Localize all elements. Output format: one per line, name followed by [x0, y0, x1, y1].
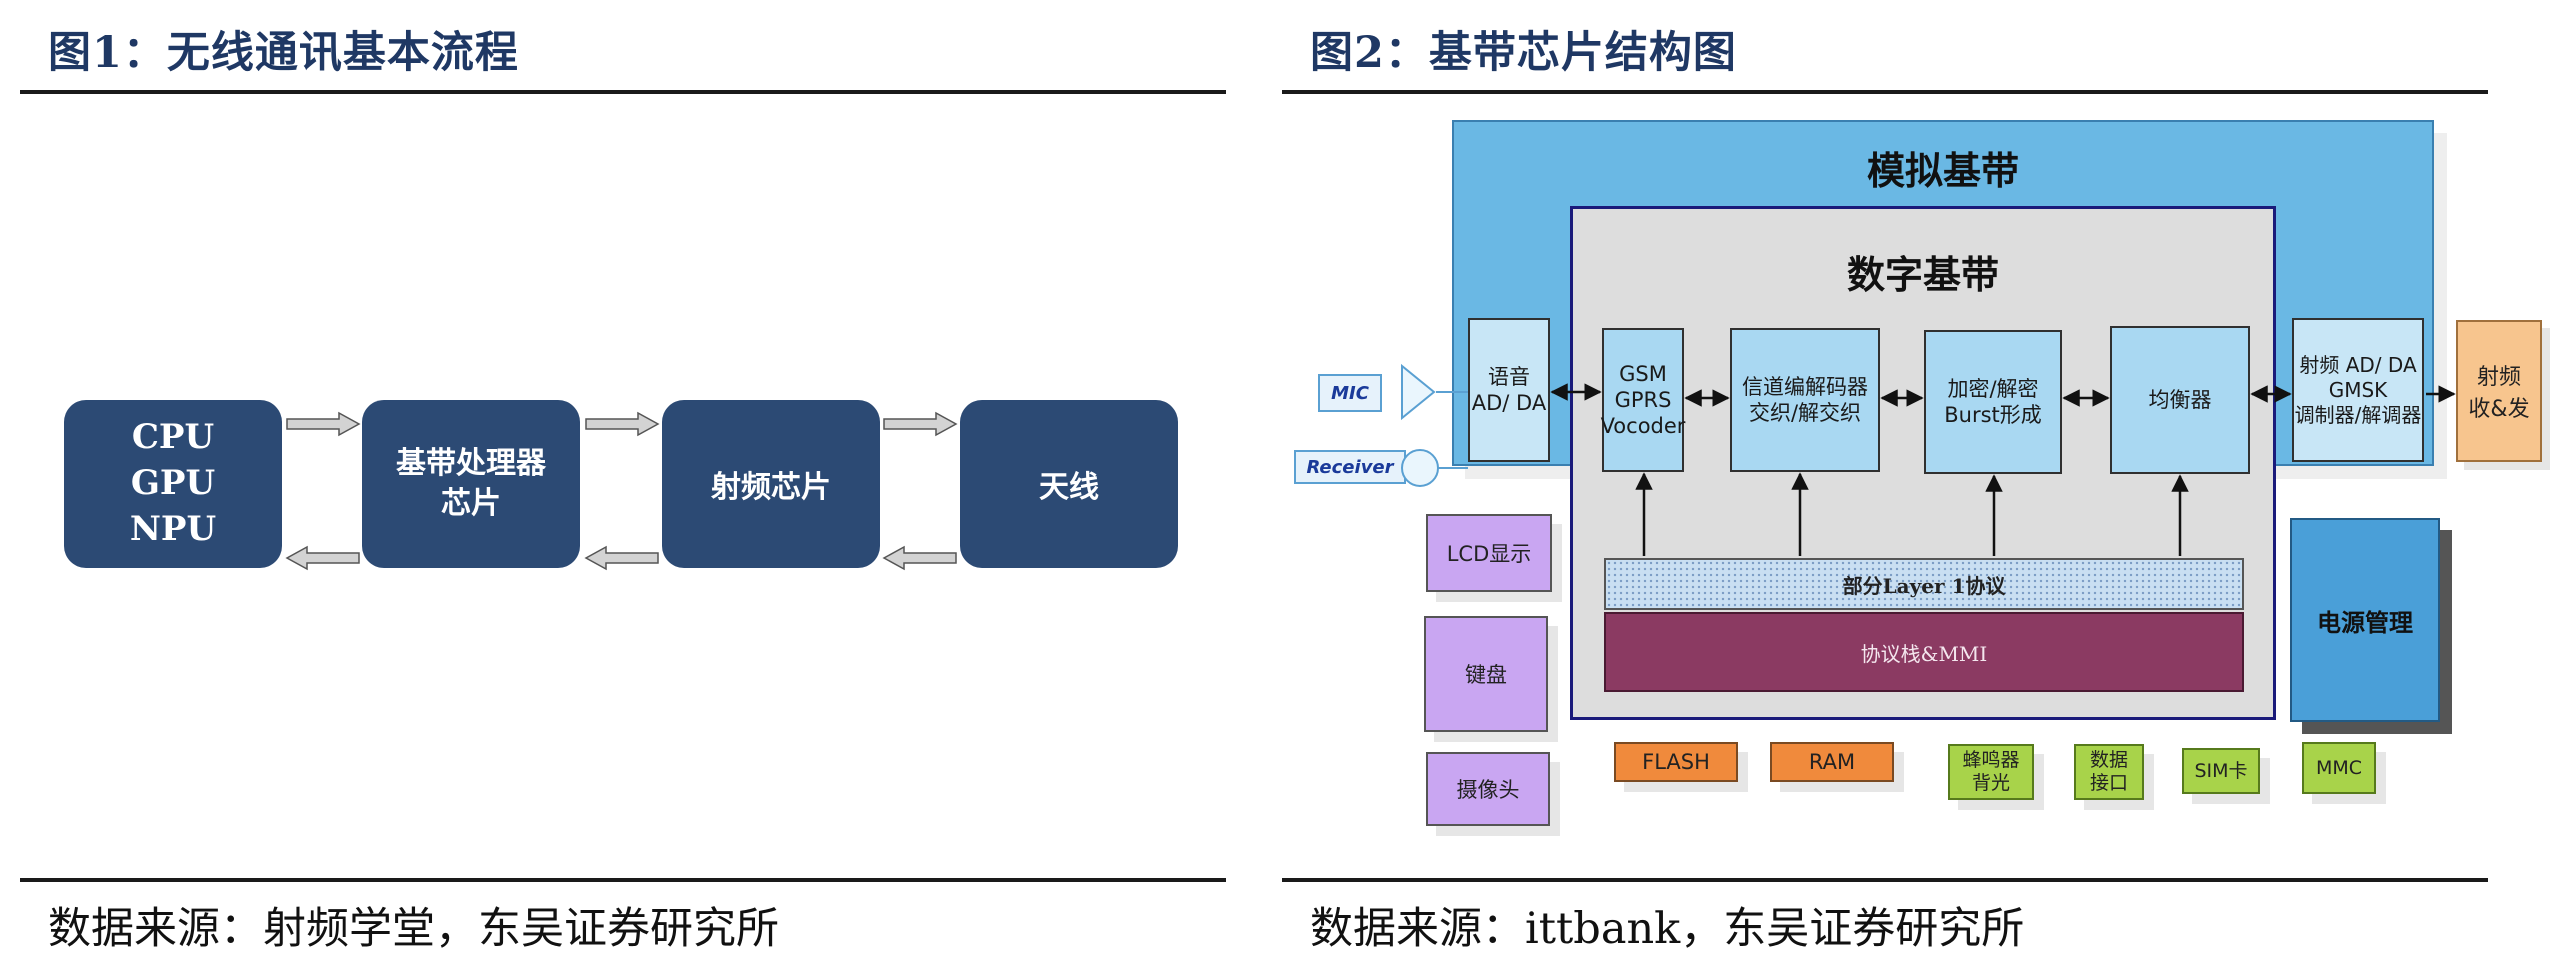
receiver-symbol	[1401, 449, 1439, 487]
flow-box-cpu: CPU GPU NPU	[64, 400, 282, 568]
figure1-top-rule	[20, 90, 1226, 94]
gsm-vocoder-block: GSM GPRS Vocoder	[1601, 328, 1685, 472]
keyboard-block: 键盘	[1424, 616, 1548, 732]
channel-codec-block: 信道编解码器 交织/解交织	[1730, 328, 1880, 472]
analog-baseband-label: 模拟基带	[1866, 149, 2019, 193]
ram-block: RAM	[1770, 742, 1894, 782]
figure2-title: 图2：基带芯片结构图	[1310, 28, 1737, 78]
rf-txrx-block: 射频 收&发	[2456, 320, 2542, 462]
equalizer-block: 均衡器	[2110, 326, 2250, 474]
sim-card-block: SIM卡	[2182, 748, 2260, 794]
power-management-block: 电源管理	[2290, 518, 2440, 722]
figure1-bottom-rule	[20, 878, 1226, 882]
flow-box-rf-chip: 射频芯片	[662, 400, 880, 568]
data-interface-block: 数据 接口	[2074, 744, 2144, 800]
flash-block: FLASH	[1614, 742, 1738, 782]
layer1-protocol-bar: 部分Layer 1协议	[1604, 558, 2244, 610]
mic-symbol	[1401, 363, 1436, 421]
mmc-block: MMC	[2302, 742, 2376, 794]
buzzer-backlight-block: 蜂鸣器 背光	[1948, 744, 2034, 800]
figure2-top-rule	[1282, 90, 2488, 94]
figure1-title: 图1：无线通讯基本流程	[48, 28, 519, 78]
mic-label: MIC	[1318, 374, 1382, 412]
lcd-display-block: LCD显示	[1426, 514, 1552, 592]
flow-box-baseband: 基带处理器 芯片	[362, 400, 580, 568]
receiver-label: Receiver	[1294, 450, 1406, 484]
encryption-block: 加密/解密 Burst形成	[1924, 330, 2062, 474]
voice-adda-block: 语音 AD/ DA	[1468, 318, 1550, 462]
figure1-source: 数据来源：射频学堂，东吴证券研究所	[48, 904, 779, 954]
protocol-stack-bar: 协议栈&MMI	[1604, 612, 2244, 692]
digital-baseband-label: 数字基带	[1846, 253, 1999, 297]
figure2-source: 数据来源：ittbank，东吴证券研究所	[1310, 904, 2025, 954]
rf-adda-block: 射频 AD/ DA GMSK 调制器/解调器	[2292, 318, 2424, 462]
flow-box-antenna: 天线	[960, 400, 1178, 568]
figure2-bottom-rule	[1282, 878, 2488, 882]
camera-block: 摄像头	[1426, 752, 1550, 826]
